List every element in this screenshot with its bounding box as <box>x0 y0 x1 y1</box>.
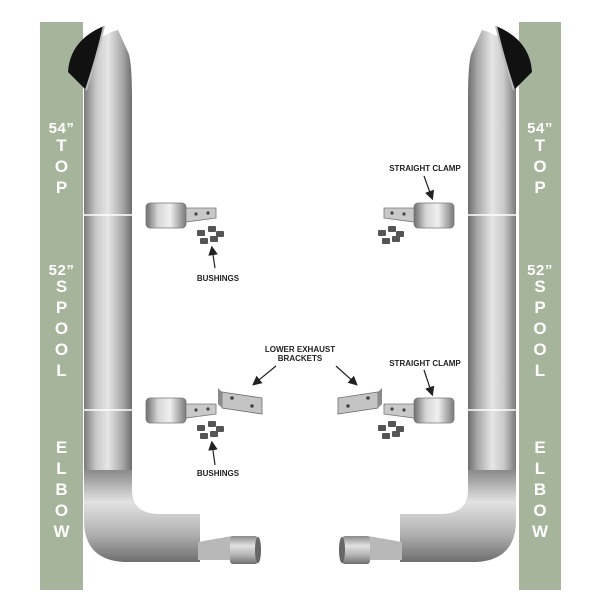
left-top-word: T O P <box>54 136 69 197</box>
right-lower-clamp-icon <box>383 397 455 424</box>
right-top-word: T O P <box>533 136 547 197</box>
bushings-lower-label: BUSHINGS <box>196 469 240 478</box>
left-upper-clamp-icon <box>145 202 217 229</box>
right-lower-bushings-icon <box>378 421 404 439</box>
lower-exhaust-brackets-label: LOWER EXHAUST BRACKETS <box>264 345 336 363</box>
left-spool-word: S P O O L <box>54 277 69 380</box>
straight-clamp-lower-label: STRAIGHT CLAMP <box>389 359 461 368</box>
bushings-upper-label: BUSHINGS <box>196 274 240 283</box>
left-spool-size: 52” <box>48 262 75 279</box>
right-upper-clamp-icon <box>383 202 455 229</box>
left-upper-bushings-icon <box>197 226 224 244</box>
right-exhaust-stack-icon <box>339 25 532 564</box>
left-lower-bushings-icon <box>197 421 224 439</box>
right-upper-bushings-icon <box>378 226 404 244</box>
straight-clamp-upper-label: STRAIGHT CLAMP <box>389 164 461 173</box>
right-band <box>519 22 561 590</box>
right-top-size: 54” <box>527 120 553 137</box>
right-lower-bracket-icon <box>337 388 382 415</box>
left-band <box>40 22 83 590</box>
left-exhaust-stack-icon <box>68 25 261 564</box>
right-spool-word: S P O O L <box>533 277 547 380</box>
right-spool-size: 52” <box>527 262 553 279</box>
left-top-size: 54” <box>48 120 75 137</box>
left-lower-clamp-icon <box>145 397 217 424</box>
left-elbow-word: E L B O W <box>53 438 70 541</box>
left-lower-bracket-icon <box>218 388 263 415</box>
right-elbow-word: E L B O W <box>531 438 549 541</box>
